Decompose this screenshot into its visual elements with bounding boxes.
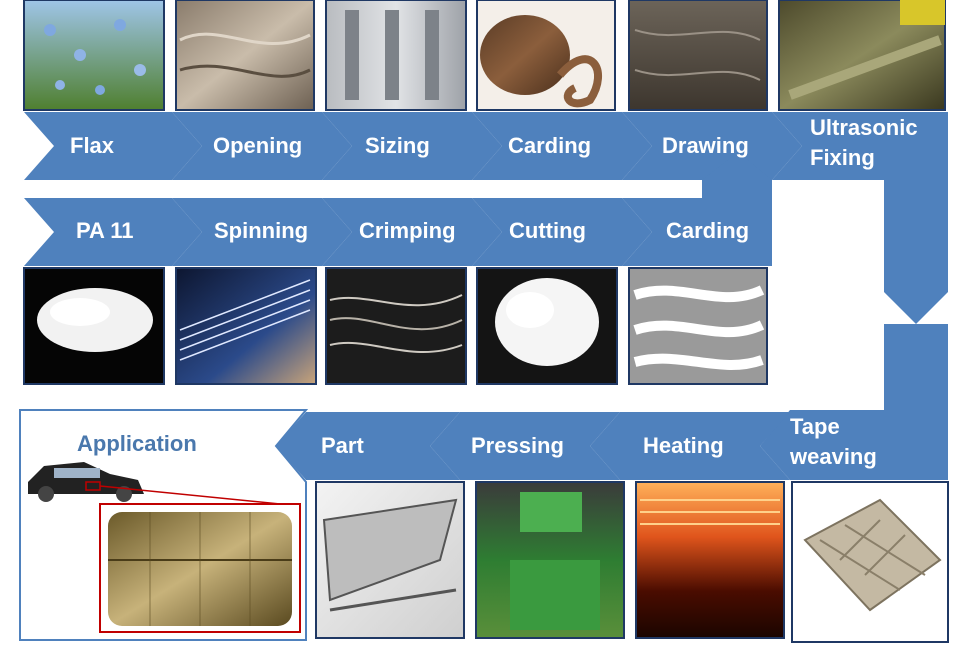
label-heating: Heating: [643, 433, 724, 458]
composite-panel-image: [99, 503, 301, 633]
label-cutting: Cutting: [509, 218, 586, 243]
arrow-flax: [24, 112, 202, 180]
arrow-carding-2: [622, 152, 772, 266]
top-row-images: [23, 0, 946, 111]
woven-tape-image: [791, 481, 949, 643]
label-drawing: Drawing: [662, 133, 749, 158]
arrow-pressing: [430, 412, 620, 480]
label-tape: Tape: [790, 414, 840, 439]
label-sizing: Sizing: [365, 133, 430, 158]
bottom-row-arrows: [276, 324, 948, 480]
label-application: Application: [77, 431, 197, 456]
label-pressing: Pressing: [471, 433, 564, 458]
label-weaving: weaving: [789, 444, 877, 469]
part-image: [315, 481, 465, 639]
label-fixing: Fixing: [810, 145, 875, 170]
label-part: Part: [321, 433, 364, 458]
drawing-fiber-image: [628, 0, 768, 111]
stage-labels: Flax Opening Sizing Carding Drawing Ultr…: [70, 115, 918, 469]
pressing-machine-image: [475, 481, 625, 639]
arrow-opening: [172, 112, 352, 180]
application-panel: [19, 409, 309, 641]
car-image: [28, 462, 144, 502]
label-spinning: Spinning: [214, 218, 308, 243]
middle-row-arrows: [24, 152, 772, 266]
label-flax: Flax: [70, 133, 115, 158]
pa11-pellets-image: [23, 267, 165, 385]
label-opening: Opening: [213, 133, 302, 158]
arrow-crimping: [322, 198, 502, 266]
arrow-sizing: [322, 112, 502, 180]
middle-row-images: [23, 267, 768, 385]
arrow-heating: [590, 412, 790, 480]
label-pa11: PA 11: [76, 218, 133, 243]
highlight-leader-line: [99, 485, 301, 507]
arrow-drawing: [622, 112, 802, 180]
label-ultrasonic: Ultrasonic: [810, 115, 918, 140]
arrow-ultrasonic-fixing: [772, 112, 948, 324]
carded-web-image: [628, 267, 768, 385]
opened-fiber-image: [175, 0, 315, 111]
crimped-fiber-image: [325, 267, 467, 385]
bottom-row-images: [315, 481, 949, 643]
arrow-carding: [472, 112, 652, 180]
ultrasonic-tape-image: [778, 0, 946, 111]
arrow-tape-weaving: [760, 324, 948, 480]
label-carding-2: Carding: [666, 218, 749, 243]
top-row-arrows: [24, 112, 948, 324]
arrow-part: [276, 412, 460, 480]
arrow-spinning: [172, 198, 352, 266]
arrow-pa11: [24, 198, 202, 266]
heating-oven-image: [635, 481, 785, 639]
spinning-filaments-image: [175, 267, 317, 385]
arrow-cutting: [472, 198, 652, 266]
sizing-machine-image: [325, 0, 467, 111]
label-carding: Carding: [508, 133, 591, 158]
flax-field-image: [23, 0, 165, 111]
cut-fiber-image: [476, 267, 618, 385]
carded-sliver-image: [476, 0, 616, 111]
label-crimping: Crimping: [359, 218, 456, 243]
